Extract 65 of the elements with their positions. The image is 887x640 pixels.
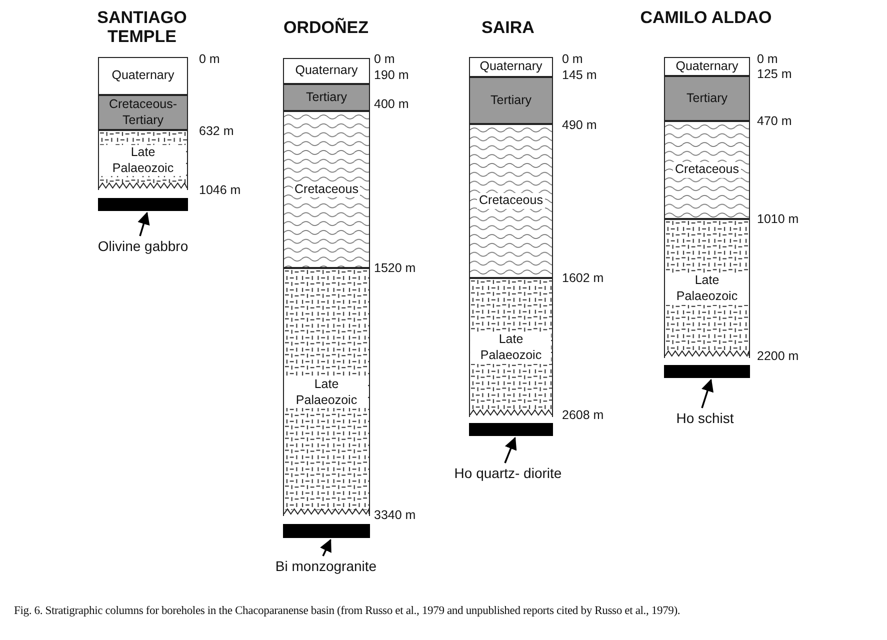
depth-label: 470 m	[757, 114, 792, 128]
depth-label: 400 m	[374, 97, 409, 111]
depth-label: 0 m	[199, 52, 220, 66]
basement-bar	[664, 365, 750, 378]
rock-label: Ho quartz- diorite	[454, 465, 562, 481]
layer-label: Cretaceous	[477, 193, 545, 209]
column-title: CAMILO ALDAO	[639, 8, 773, 28]
stratigraphic-layer	[283, 111, 370, 268]
stratigraphic-layer	[664, 76, 750, 121]
layer-label: Tertiary	[490, 92, 532, 108]
rock-label: Olivine gabbro	[98, 238, 188, 254]
depth-label: 1520 m	[374, 261, 416, 275]
layer-label: Cretaceous	[292, 182, 360, 198]
depth-label: 0 m	[562, 52, 583, 66]
stratigraphic-layer	[98, 130, 188, 190]
layer-label: Quaternary	[674, 58, 740, 74]
column-title: ORDOÑEZ	[282, 18, 370, 38]
stratigraphic-layer	[664, 121, 750, 219]
arrow	[504, 436, 517, 464]
arrow	[138, 212, 150, 236]
layer-label: Cretaceous- Tertiary	[108, 96, 178, 128]
depth-label: 2200 m	[757, 349, 799, 363]
rock-label: Ho schist	[676, 410, 734, 426]
layer-label: Quaternary	[110, 68, 176, 84]
layer-label: Tertiary	[305, 90, 348, 106]
stratigraphic-layer	[469, 278, 553, 417]
arrow	[320, 538, 332, 556]
depth-label: 2608 m	[562, 408, 604, 422]
arrow	[701, 378, 714, 408]
layer-label: Late Palaeozoic	[666, 273, 748, 305]
basement-bar	[283, 524, 370, 538]
stratigraphic-layer	[664, 57, 750, 76]
depth-label: 3340 m	[374, 508, 416, 522]
depth-label: 190 m	[374, 68, 409, 82]
stratigraphic-layer	[283, 84, 370, 111]
depth-label: 0 m	[374, 52, 395, 66]
layer-label: Late Palaeozoic	[285, 376, 368, 408]
stratigraphic-layer	[98, 57, 188, 95]
layer-label: Quaternary	[293, 63, 360, 79]
stratigraphic-layer	[283, 268, 370, 516]
stratigraphic-layer	[664, 219, 750, 358]
stratigraphic-layer	[98, 95, 188, 130]
basement-bar	[98, 198, 188, 211]
depth-label: 0 m	[757, 52, 778, 66]
stratigraphic-layer	[469, 57, 553, 77]
depth-label: 490 m	[562, 118, 597, 132]
layer-label: Quaternary	[478, 59, 544, 75]
depth-label: 1602 m	[562, 271, 604, 285]
figure-caption: Fig. 6. Stratigraphic columns for boreholes in the Chacoparanense basin (from Russo et al., 1979 and unpublished reports cited by Russo et al., 1979).	[14, 604, 682, 617]
depth-label: 1046 m	[199, 183, 241, 197]
stratigraphic-layer	[469, 77, 553, 124]
stratigraphic-layer	[283, 58, 370, 84]
layer-label: Tertiary	[686, 90, 728, 106]
column-title: SANTIAGO TEMPLE	[96, 8, 188, 46]
depth-label: 145 m	[562, 68, 597, 82]
rock-label: Bi monzogranite	[275, 558, 377, 574]
depth-label: 1010 m	[757, 212, 799, 226]
depth-label: 632 m	[199, 124, 234, 138]
layer-label: Cretaceous	[673, 162, 741, 178]
stratigraphic-layer	[469, 124, 553, 278]
layer-label: Late Palaeozoic	[100, 144, 186, 176]
basement-bar	[469, 423, 553, 436]
depth-label: 125 m	[757, 67, 792, 81]
layer-label: Late Palaeozoic	[471, 332, 551, 364]
column-title: SAIRA	[480, 18, 536, 38]
